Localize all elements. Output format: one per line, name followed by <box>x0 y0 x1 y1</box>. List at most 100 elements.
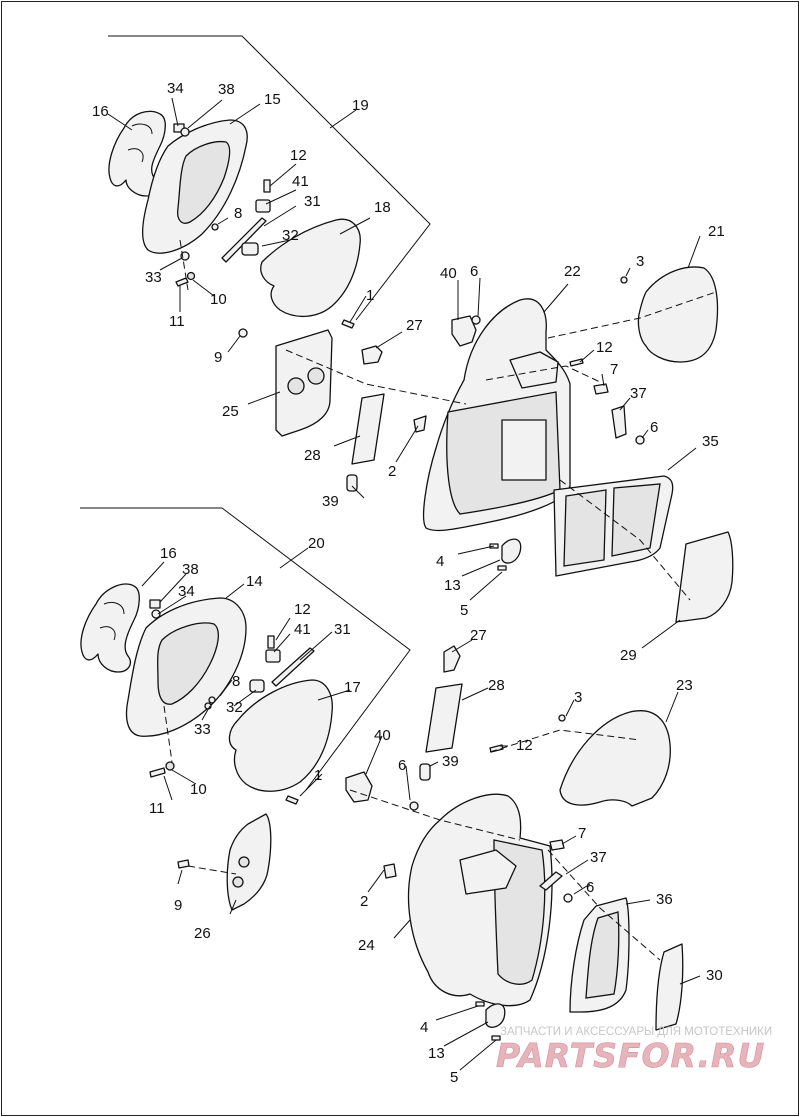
callout-l6a: 6 <box>398 757 406 774</box>
callout-u16: 16 <box>92 103 109 120</box>
callout-l20: 20 <box>308 535 325 552</box>
callout-u10: 10 <box>210 291 227 308</box>
part-23-windshield <box>559 710 671 807</box>
callout-u33: 33 <box>145 269 162 286</box>
callout-l3: 3 <box>574 689 582 706</box>
part-12-screw-right <box>569 358 584 367</box>
part-9-nut-lower <box>177 859 190 869</box>
part-32-bushing <box>241 242 259 256</box>
callout-u29: 29 <box>620 647 637 664</box>
callout-u13: 13 <box>444 577 461 594</box>
part-10-washer <box>186 271 196 281</box>
callout-l40: 40 <box>374 727 391 744</box>
part-18-lower-cover <box>260 218 361 317</box>
leader-lines-upper <box>107 97 701 649</box>
callout-l8: 8 <box>232 673 240 690</box>
bracket-20 <box>80 507 411 791</box>
part-27-switch <box>361 345 383 365</box>
part-2-screw-lower <box>383 863 397 879</box>
assembly-line-5 <box>179 239 189 291</box>
part-14-opening <box>157 622 220 705</box>
part-25-port-left <box>287 377 305 395</box>
part-6-nut-lower-left <box>409 801 419 811</box>
callout-l1: 1 <box>314 767 322 784</box>
part-27-switch-lower <box>443 645 461 673</box>
part-6-nut-lower-right <box>563 893 573 903</box>
part-16-detail-lower <box>99 601 125 641</box>
callout-u15: 15 <box>264 91 281 108</box>
part-13-bushing <box>501 538 522 564</box>
part-37-bracket-lower <box>539 871 563 891</box>
callout-l11: 11 <box>149 800 165 817</box>
part-12-screw-lower-right <box>489 744 504 753</box>
part-30-lens <box>655 943 684 1031</box>
part-31-rod <box>221 217 267 263</box>
part-39-plug <box>346 474 358 492</box>
assembly-line-6 <box>163 705 173 763</box>
part-8-grommet-lower <box>208 696 216 704</box>
part-13-bushing-lower <box>485 1003 506 1028</box>
callout-u35: 35 <box>702 433 719 450</box>
callout-l39: 39 <box>442 753 459 770</box>
callout-u5: 5 <box>460 602 468 619</box>
callout-l32: 32 <box>226 699 243 716</box>
callout-l37: 37 <box>590 849 607 866</box>
callout-l23: 23 <box>676 677 693 694</box>
part-10-washer-lower <box>165 761 175 771</box>
assembly-line-9 <box>187 865 237 875</box>
part-4-washer-lower <box>475 1001 485 1007</box>
part-38-nut <box>180 127 190 137</box>
callout-l12b: 12 <box>516 737 533 754</box>
callout-u2: 2 <box>388 463 396 480</box>
upper-assembly <box>107 35 734 649</box>
assembly-line-10 <box>547 849 661 961</box>
assembly-line-7 <box>349 789 521 841</box>
part-40-clip <box>451 315 477 347</box>
callout-l30: 30 <box>706 967 723 984</box>
part-26-port-a <box>238 856 250 868</box>
part-38-nut-lower <box>151 609 161 619</box>
lower-assembly <box>80 507 701 1071</box>
part-9-nut <box>238 328 248 338</box>
callout-l7: 7 <box>578 825 586 842</box>
part-35-opening-right <box>611 483 661 557</box>
part-5-washer <box>497 565 507 571</box>
callout-u40: 40 <box>440 265 457 282</box>
callout-u12a: 12 <box>290 147 307 164</box>
part-15-opening <box>176 140 231 224</box>
callout-u9: 9 <box>214 349 222 366</box>
part-11-screw-lower <box>149 767 166 778</box>
callout-l26: 26 <box>194 925 211 942</box>
callout-l6b: 6 <box>586 879 594 896</box>
callout-u27: 27 <box>406 317 423 334</box>
watermark-logo: PARTSFOR.RU <box>496 1036 765 1075</box>
part-28-cover-plate <box>351 393 385 465</box>
part-22-radio-slot <box>501 419 547 481</box>
callout-l31: 31 <box>334 621 351 638</box>
callout-u22: 22 <box>564 263 581 280</box>
callout-l41: 41 <box>294 621 311 638</box>
part-37-bracket <box>611 405 627 439</box>
callout-u18: 18 <box>374 199 391 216</box>
callout-u31: 31 <box>304 193 321 210</box>
part-33-nut <box>180 251 190 261</box>
callout-u8: 8 <box>234 205 242 222</box>
part-22-mount-block <box>509 351 559 389</box>
callout-u34: 34 <box>167 80 184 97</box>
part-25-port-right <box>307 367 325 385</box>
callout-u37: 37 <box>630 385 647 402</box>
part-35-opening <box>563 489 607 567</box>
callout-u7: 7 <box>610 361 618 378</box>
callout-u1: 1 <box>366 287 374 304</box>
callout-u4: 4 <box>436 553 444 570</box>
watermark-caption: ЗАПЧАСТИ И АКСЕССУАРЫ ДЛЯ МОТОТЕХНИКИ <box>500 1026 772 1038</box>
assembly-line-3 <box>485 365 601 383</box>
part-33-nut-lower <box>204 702 212 710</box>
callout-l14: 14 <box>246 573 263 590</box>
part-3-grommet <box>620 276 628 284</box>
callout-l13: 13 <box>428 1045 445 1062</box>
